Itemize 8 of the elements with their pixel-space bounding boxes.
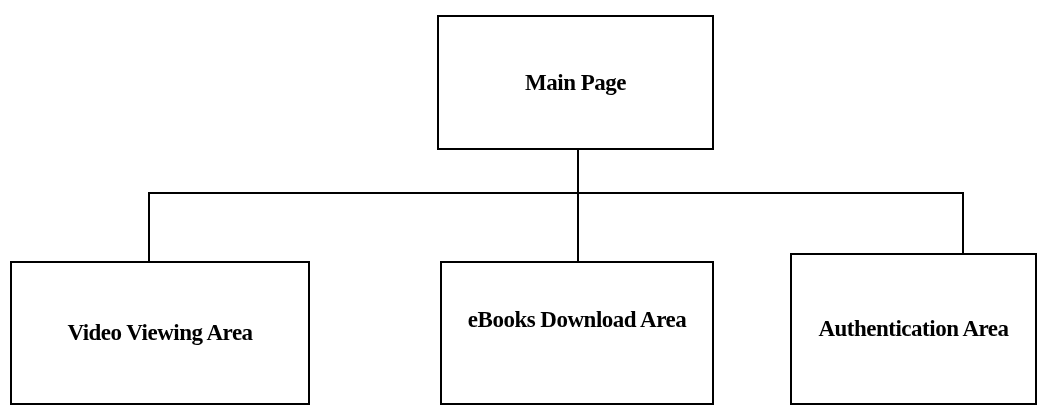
page-box [790, 253, 1037, 405]
page-box [10, 261, 310, 405]
page-box [437, 15, 714, 150]
box-label: eBooks Download Area [467, 306, 687, 334]
box-label: Video Viewing Area [67, 319, 253, 348]
box-label: Authentication Area [818, 315, 1009, 344]
box-label: Main Page [525, 68, 626, 97]
page-box [440, 261, 714, 405]
